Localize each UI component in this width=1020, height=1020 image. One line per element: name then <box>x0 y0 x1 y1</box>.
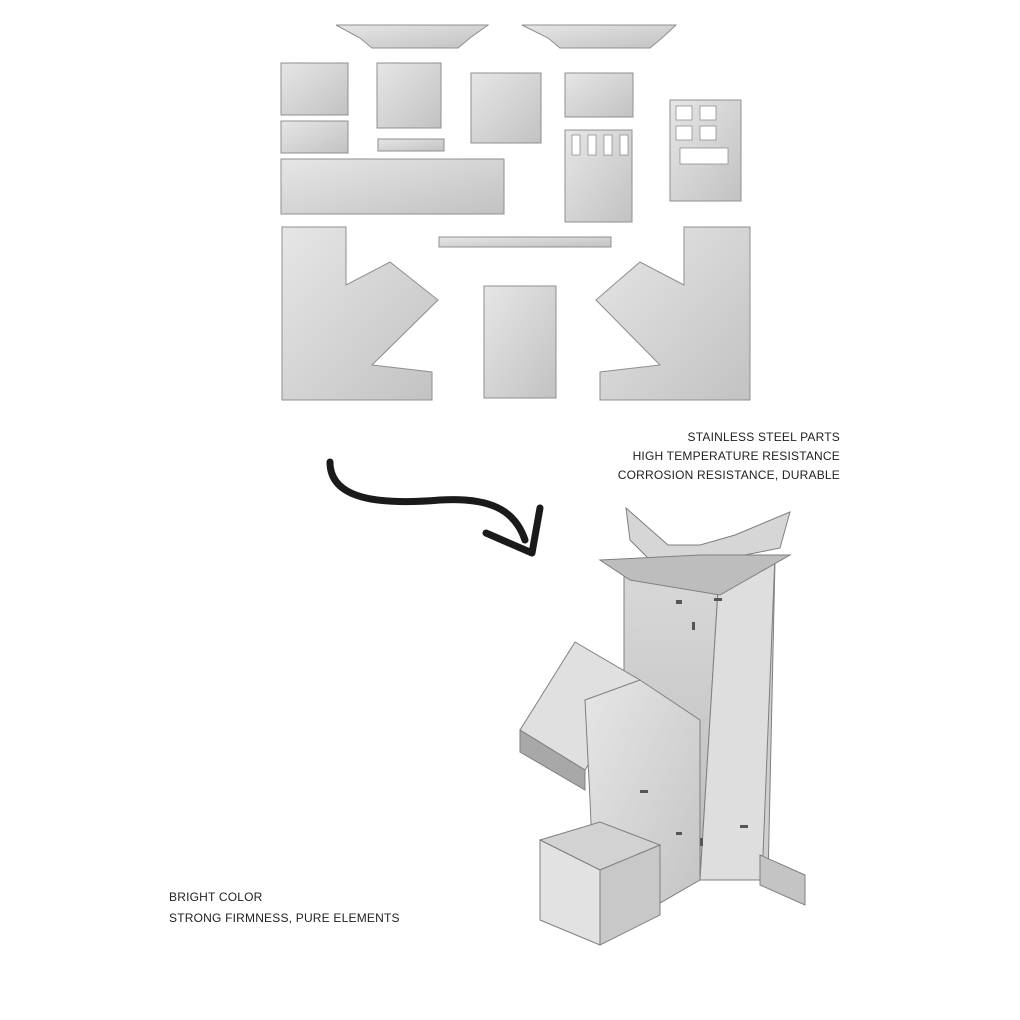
long-panel <box>280 158 505 215</box>
caption-line: HIGH TEMPERATURE RESISTANCE <box>632 449 840 463</box>
assembled-stove <box>519 506 806 946</box>
flat-parts-layout <box>280 24 751 401</box>
features-caption-bottom: BRIGHT COLOR STRONG FIRMNESS, PURE ELEME… <box>169 888 400 928</box>
part-slot-details <box>571 105 729 165</box>
panel-small-4 <box>470 72 542 144</box>
caption-line: BRIGHT COLOR <box>169 890 263 904</box>
pot-support-top <box>625 506 791 571</box>
stove-slot-details <box>640 598 748 846</box>
caption-line: STRONG FIRMNESS, PURE ELEMENTS <box>169 911 400 925</box>
curved-arrow-icon <box>326 458 544 557</box>
strip-small <box>377 138 445 152</box>
pot-support-part-left <box>335 24 490 49</box>
panel-small-3 <box>376 62 442 129</box>
l-side-panel-left <box>281 226 439 401</box>
comb-panel <box>564 129 633 223</box>
panel-small-1 <box>280 62 349 116</box>
panel-small-2 <box>280 120 349 154</box>
center-panel <box>483 285 557 399</box>
base-foot <box>759 854 806 906</box>
pot-support-part-right <box>521 24 678 49</box>
features-caption-top: STAINLESS STEEL PARTS HIGH TEMPERATURE R… <box>618 428 840 485</box>
panel-small-5 <box>564 72 634 118</box>
caption-line: STAINLESS STEEL PARTS <box>687 430 840 444</box>
long-strip <box>438 236 612 248</box>
caption-line: CORROSION RESISTANCE, DURABLE <box>617 468 840 482</box>
l-side-panel-right <box>595 226 751 401</box>
